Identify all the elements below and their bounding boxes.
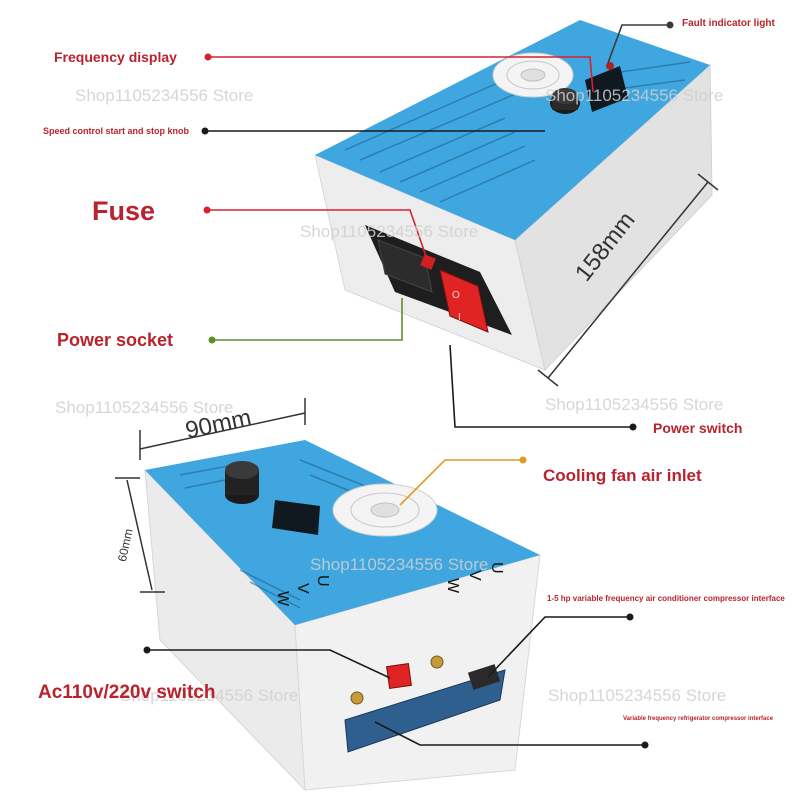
terminal-marking: U [488,562,505,574]
voltage-switch [386,663,412,689]
voltage-switch-label: Ac110v/220v switch [38,682,216,703]
power-socket-port [377,239,433,293]
bottom-device-display [272,500,320,535]
watermark: Shop1105234556 Store [300,222,479,241]
terminal-marking: V [466,570,483,581]
compressor-interface-label: 1-5 hp variable frequency air conditione… [547,594,785,603]
terminal-marking: W [444,578,461,594]
pcb-terminal-strip [344,669,506,753]
screw [350,691,364,705]
dimension-lines [115,173,719,593]
power-rocker-switch [439,269,489,333]
power-switch-label: Power switch [653,420,743,436]
svg-text:I: I [458,312,461,323]
watermark: Shop1105234556 Store [75,86,254,105]
watermark: Shop1105234556 Store [545,395,724,414]
terminal-marking: U [314,575,331,587]
watermark: Shop1105234556 Store [120,686,299,705]
compressor-port [467,664,501,690]
top-device: O I [314,20,713,372]
bottom-device: U V W U V W [144,440,541,792]
terminal-marking: V [294,583,311,594]
top-device-side-face [514,63,713,372]
fridge-interface-label: Variable frequency refrigerator compress… [623,716,774,722]
power-socket-label: Power socket [57,330,174,350]
watermark: Shop1105234556 Store [545,86,724,105]
top-device-display [585,66,628,112]
frequency-display-label: Frequency display [54,49,177,65]
fault-led [606,62,614,70]
terminal-marking: W [274,591,291,607]
cooling-fan-label: Cooling fan air inlet [543,466,702,485]
speed-knob-label: Speed control start and stop knob [43,126,190,136]
watermark: Shop1105234556 Store [310,555,489,574]
screw [430,655,444,669]
watermark: Shop1105234556 Store [55,398,234,417]
fault-indicator-label: Fault indicator light [682,18,775,29]
leader-lines [143,21,674,749]
fuse-label: Fuse [92,196,156,226]
watermark: Shop1105234556 Store [548,686,727,705]
svg-text:O: O [452,290,460,301]
